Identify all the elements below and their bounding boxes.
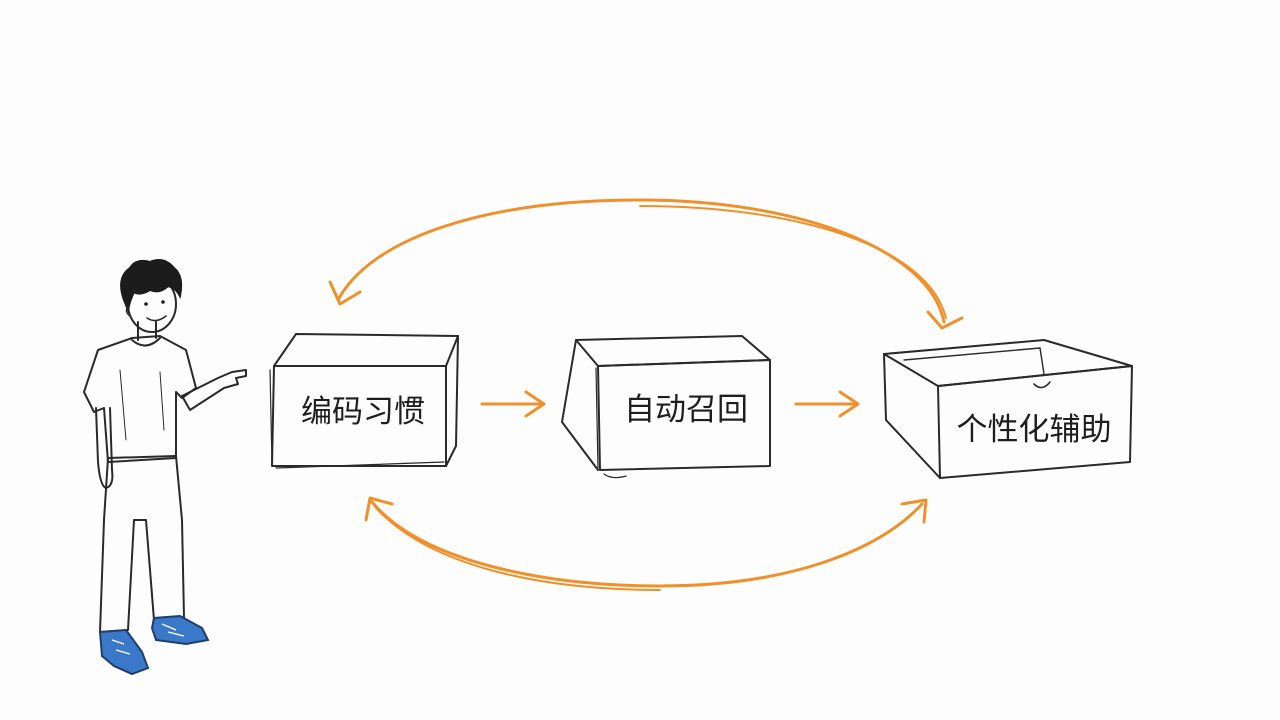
person-shirt <box>83 335 197 463</box>
node-box-assist: 个性化辅助 <box>883 339 1133 479</box>
edges <box>328 198 964 591</box>
person-pointing-arm <box>181 369 247 411</box>
arrow-habit-to-recall <box>480 390 546 418</box>
node-box-habit: 编码习惯 <box>269 333 459 469</box>
node-label-recall: 自动召回 <box>624 392 748 428</box>
person-hair <box>120 259 183 314</box>
person-pants <box>99 455 185 633</box>
arrow-habit-to-assist-bottom-arc <box>364 496 928 591</box>
arrow-recall-to-assist <box>794 390 860 418</box>
node-label-habit: 编码习惯 <box>301 394 425 430</box>
person-right-shoe <box>150 614 210 646</box>
node-box-recall: 自动召回 <box>561 335 771 479</box>
arrow-assist-to-habit-top-arc <box>328 198 964 330</box>
person-illustration <box>83 259 247 676</box>
node-label-assist: 个性化辅助 <box>957 412 1112 448</box>
person-left-arm <box>95 407 114 489</box>
